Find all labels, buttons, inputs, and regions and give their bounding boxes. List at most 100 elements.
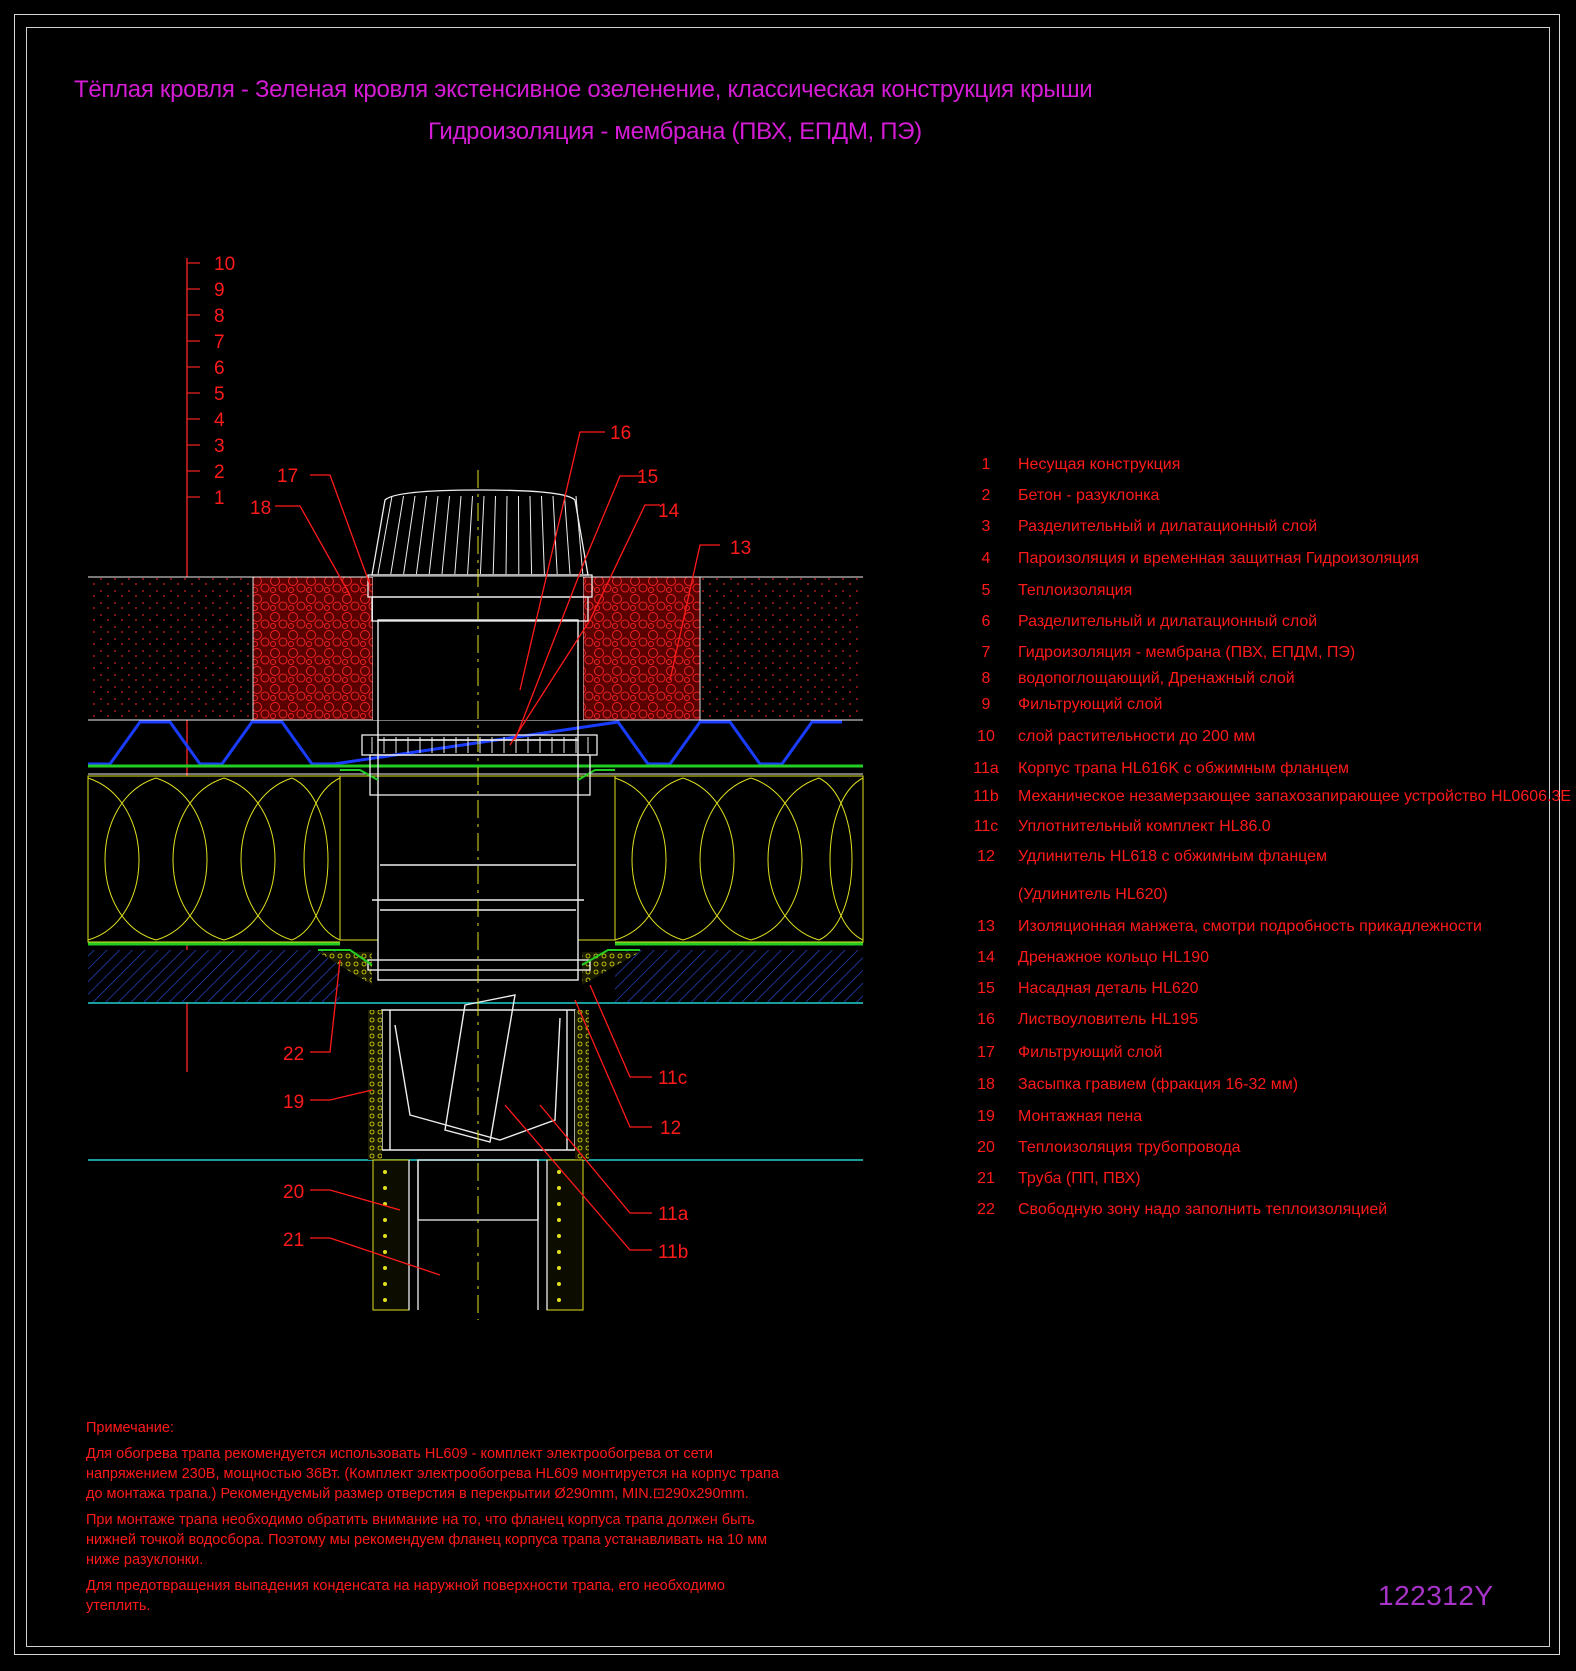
legend-number: 19	[977, 1108, 995, 1125]
legend-text: Листвоуловитель HL195	[1018, 1011, 1199, 1028]
insulation-lens	[223, 777, 293, 941]
insulation-dot	[383, 1170, 387, 1174]
insulation-lens	[818, 777, 864, 941]
pipe-insulation-dots	[383, 1170, 561, 1302]
title-line-1: Тёплая кровля - Зеленая кровля экстенсив…	[74, 76, 1093, 103]
legend-number: 13	[977, 918, 995, 935]
legend-number: 14	[977, 949, 995, 966]
legend-text: Засыпка гравием (фракция 16-32 мм)	[1018, 1076, 1299, 1093]
leaf-guard-rib	[428, 495, 439, 575]
layer-scale-label: 4	[214, 410, 225, 431]
legend-number: 9	[981, 696, 991, 713]
insulation-dot	[383, 1218, 387, 1222]
legend-text: Удлинитель HL618 с обжимным фланцем	[1018, 848, 1328, 865]
legend-text: Бетон - разуклонка	[1018, 487, 1160, 504]
legend-text: Дренажное кольцо HL190	[1018, 949, 1210, 966]
leaf-guard-ribs	[371, 495, 589, 753]
legend-number: 11c	[973, 818, 999, 835]
layer-scale-label: 6	[214, 358, 225, 379]
leaf-guard-rib	[505, 495, 508, 575]
insulation-dot	[383, 1298, 387, 1302]
legend-number: 20	[977, 1139, 995, 1156]
callout-20: 20	[283, 1182, 304, 1203]
legend-text: Теплоизоляция	[1018, 582, 1133, 599]
legend-text: Монтажная пена	[1018, 1108, 1143, 1125]
callout-15: 15	[637, 467, 658, 488]
pipe-insulation-right	[546, 1159, 584, 1311]
legend-number: 3	[981, 518, 991, 535]
legend-number: 16	[977, 1011, 995, 1028]
drawing-number: 122312Y	[1378, 1580, 1494, 1611]
leaf-guard-rib	[454, 495, 462, 575]
callout-19: 19	[283, 1092, 304, 1113]
legend-text: Свободную зону надо заполнить теплоизоля…	[1018, 1201, 1388, 1218]
callout-11c: 11c	[658, 1068, 687, 1089]
callout-14: 14	[658, 501, 680, 522]
legend-text: Корпус трапа HL616K с обжимным фланцем	[1018, 760, 1349, 777]
callout-17: 17	[277, 466, 298, 487]
insulation-dot	[557, 1186, 561, 1190]
insulation-dot	[383, 1266, 387, 1270]
insulation-pattern	[87, 777, 864, 941]
gravel-fill-left	[252, 576, 374, 721]
insulation-dot	[557, 1170, 561, 1174]
legend-number: 6	[981, 613, 991, 630]
leaf-guard-rib	[467, 495, 473, 575]
legend-text: Гидроизоляция - мембрана (ПВХ, ЕПДМ, ПЭ)	[1018, 644, 1356, 661]
layer-scale-label: 9	[214, 280, 225, 301]
legend-text: Механическое незамерзающее запахозапираю…	[1018, 788, 1572, 805]
insulation-dot	[557, 1250, 561, 1254]
legend-text: Насадная деталь HL620	[1018, 980, 1199, 997]
legend-text: Фильтрующий слой	[1018, 696, 1163, 713]
insulation-dot	[383, 1250, 387, 1254]
legend-number: 18	[977, 1076, 995, 1093]
layer-scale-label: 10	[214, 254, 235, 275]
legend-number: 12	[977, 848, 995, 865]
callout-11a: 11a	[658, 1204, 689, 1225]
mounting-foam-right	[575, 1010, 589, 1160]
legend-number: 11b	[973, 788, 999, 805]
legend-text: Изоляционная манжета, смотри подробность…	[1018, 918, 1482, 935]
callout-18: 18	[250, 498, 271, 519]
layer-scale-label: 1	[214, 488, 225, 509]
insulation-dot	[383, 1186, 387, 1190]
leader-lines	[275, 431, 720, 1276]
legend-number: 21	[977, 1170, 995, 1187]
insulation-lens	[682, 777, 752, 941]
leaf-guard-rib	[541, 495, 545, 575]
layer-scale-label: 7	[214, 332, 225, 353]
callout-11b: 11b	[658, 1242, 688, 1263]
insulation-lens	[750, 777, 820, 941]
legend-number: 15	[977, 980, 995, 997]
legend-number: 11a	[973, 760, 999, 777]
callout-12: 12	[660, 1118, 681, 1139]
notes-paragraph-3: Для предотвращения выпадения конденсата …	[86, 1578, 725, 1614]
odour-trap	[394, 994, 561, 1143]
callout-16: 16	[610, 423, 631, 444]
legend-text: Теплоизоляция трубопровода	[1018, 1139, 1241, 1156]
leaf-guard-rib	[492, 495, 496, 575]
legend-text: Уплотнительный комплект HL86.0	[1018, 818, 1271, 835]
legend-number: 17	[977, 1044, 995, 1061]
legend-text: водопоглощающий, Дренажный слой	[1018, 670, 1295, 687]
leaf-guard-rib	[441, 495, 450, 575]
insulation-lens	[155, 777, 225, 941]
leaf-guard	[361, 489, 598, 796]
legend-text: Несущая конструкция	[1018, 456, 1181, 473]
layer-scale-label: 8	[214, 306, 225, 327]
insulation-lens	[614, 777, 684, 941]
drainage-layer	[88, 720, 842, 766]
legend-number: 1	[981, 456, 991, 473]
legend-text: (Удлинитель HL620)	[1018, 886, 1168, 903]
legend-number: 22	[977, 1201, 995, 1218]
legend-text: Труба (ПП, ПВХ)	[1018, 1170, 1141, 1187]
insulation-lens	[291, 777, 341, 941]
notes-paragraph-2: При монтаже трапа необходимо обратить вн…	[86, 1512, 768, 1568]
notes-paragraph-1: Для обогрева трапа рекомендуется использ…	[86, 1446, 779, 1502]
title-line-2: Гидроизоляция - мембрана (ПВХ, ЕПДМ, ПЭ)	[428, 118, 922, 145]
legend-number: 5	[981, 582, 991, 599]
legend-number: 7	[981, 644, 991, 661]
insulation-dot	[557, 1202, 561, 1206]
legend-number: 2	[981, 487, 991, 504]
